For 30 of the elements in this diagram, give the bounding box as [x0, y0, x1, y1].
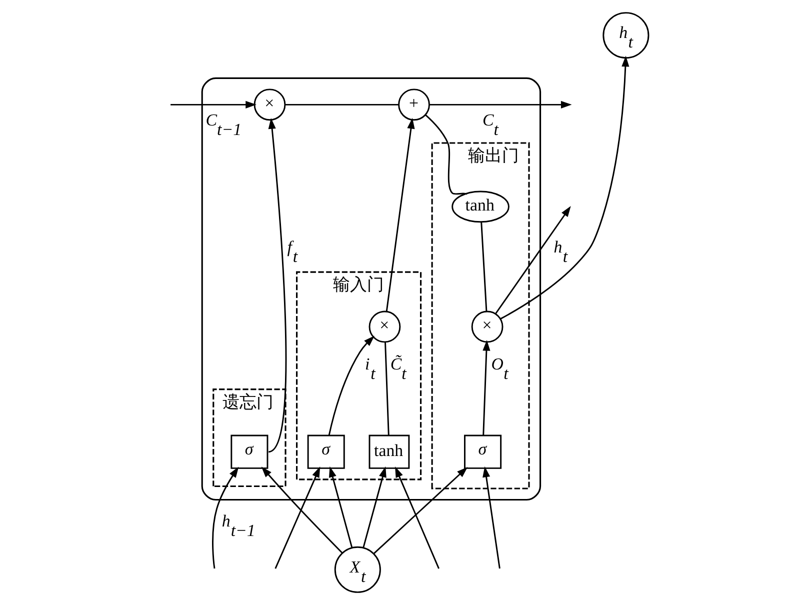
- arrow: [212, 466, 238, 569]
- node-circle: ×: [470, 310, 503, 343]
- connector: [480, 222, 487, 312]
- connector: [285, 104, 398, 106]
- cluster: [200, 77, 541, 501]
- arrow: [500, 56, 629, 320]
- arrow: [362, 466, 386, 548]
- node-ellipse: tanh: [451, 190, 509, 223]
- arrow: [385, 118, 414, 312]
- connector: [384, 342, 389, 436]
- node-box: σ: [306, 434, 344, 469]
- arrow: [482, 466, 500, 569]
- node-box: σ: [230, 434, 268, 469]
- arrow: [373, 466, 468, 554]
- arrow: [268, 118, 286, 452]
- arrow: [328, 466, 352, 548]
- node-circle: ×: [368, 310, 400, 343]
- node-circle: ×: [253, 88, 286, 121]
- arrow: [260, 466, 342, 554]
- arrow: [482, 340, 490, 436]
- arrow: [274, 466, 320, 569]
- arrow: [494, 206, 570, 314]
- arrow: [170, 100, 256, 108]
- arrow: [328, 336, 374, 436]
- arrow: [429, 100, 572, 108]
- arrow: [394, 466, 439, 569]
- node-box: σ: [464, 434, 502, 469]
- node-box: tanh: [368, 434, 410, 469]
- node-circle: +: [398, 88, 430, 121]
- connector: [424, 114, 467, 195]
